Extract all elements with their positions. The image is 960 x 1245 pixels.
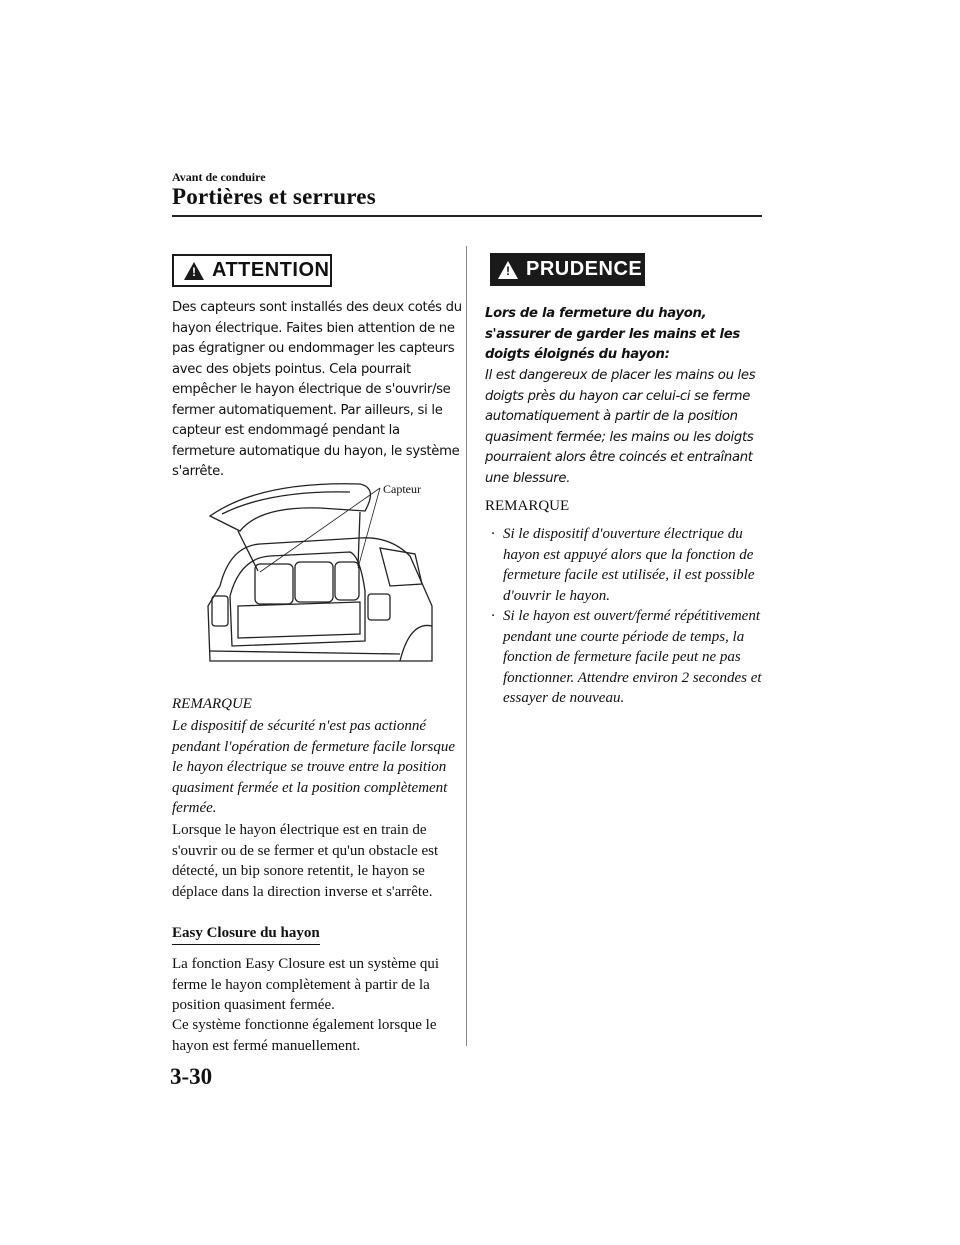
prudence-text: Il est dangereux de placer les mains ou … [485, 368, 756, 486]
car-illustration [207, 483, 433, 662]
tailgate-figure: Capteur [207, 482, 433, 662]
note-text-left: Le dispositif de sécurité n'est pas acti… [172, 718, 456, 816]
closure-paragraph-2: Ce système fonctionne également lorsque … [172, 1017, 437, 1054]
bullet-icon: · [491, 526, 495, 542]
prudence-bold-text: Lors de la fermeture du hayon, s'assurer… [485, 306, 740, 362]
sensor-callout: Capteur [383, 482, 421, 496]
note-label-left: REMARQUE [172, 696, 252, 712]
list-item: ·Si le hayon est ouvert/fermé répétitive… [491, 608, 762, 706]
body-paragraph: Lorsque le hayon électrique est en train… [172, 822, 439, 900]
attention-text: Des capteurs sont installés des deux cot… [172, 300, 462, 479]
attention-badge: ! ATTENTION [172, 254, 332, 287]
sensor-leader-right [357, 487, 381, 569]
subheading-easy-closure: Easy Closure du hayon [172, 925, 320, 945]
notes-list: ·Si le dispositif d'ouverture électrique… [485, 524, 765, 709]
page-number: 3-30 [170, 1064, 213, 1089]
prudence-badge: ! PRUDENCE [490, 253, 645, 286]
page-title: Portières et serrures [172, 184, 376, 209]
column-divider [466, 246, 467, 1046]
attention-label: ATTENTION [212, 259, 330, 281]
header-rule [172, 215, 762, 217]
warning-icon: ! [184, 261, 204, 280]
note-label-right: REMARQUE [485, 498, 570, 514]
closure-paragraph-1: La fonction Easy Closure est un système … [172, 956, 440, 1013]
prudence-label: PRUDENCE [526, 258, 643, 280]
bullet-icon: · [491, 608, 495, 624]
section-category: Avant de conduire [172, 170, 266, 184]
warning-icon: ! [498, 260, 518, 279]
list-item: ·Si le dispositif d'ouverture électrique… [491, 526, 755, 604]
sensor-leader-left [259, 487, 381, 573]
